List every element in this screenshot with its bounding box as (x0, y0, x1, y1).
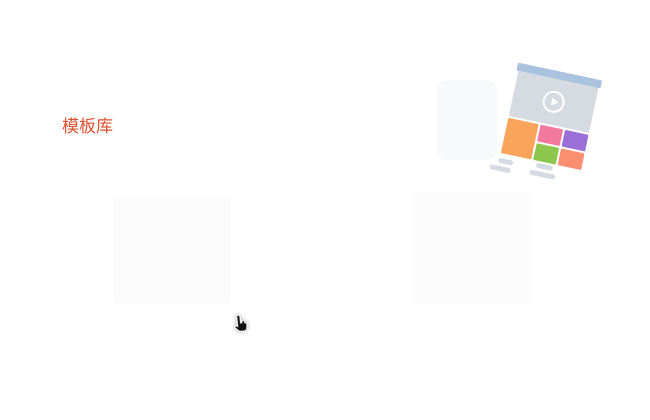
tile-purple (561, 129, 589, 152)
template-card-placeholder (411, 192, 533, 304)
play-triangle-icon (550, 97, 559, 107)
template-card-placeholder (113, 197, 231, 304)
placeholder-text-line (497, 157, 514, 166)
tile-orange (500, 117, 539, 160)
placeholder-text-line (529, 169, 556, 180)
template-card-illustration (489, 62, 603, 180)
tile-salmon (557, 148, 585, 171)
hand-pointer-cursor (234, 314, 248, 332)
placeholder-text-line (489, 164, 511, 174)
play-icon (540, 88, 567, 115)
illustration-backdrop (437, 80, 497, 160)
tile-pink (537, 124, 564, 147)
tile-green (533, 143, 560, 165)
placeholder-text-line (535, 162, 554, 172)
hand-pointer-cursor-shape (234, 314, 248, 332)
page-title: 模板库 (62, 117, 113, 138)
